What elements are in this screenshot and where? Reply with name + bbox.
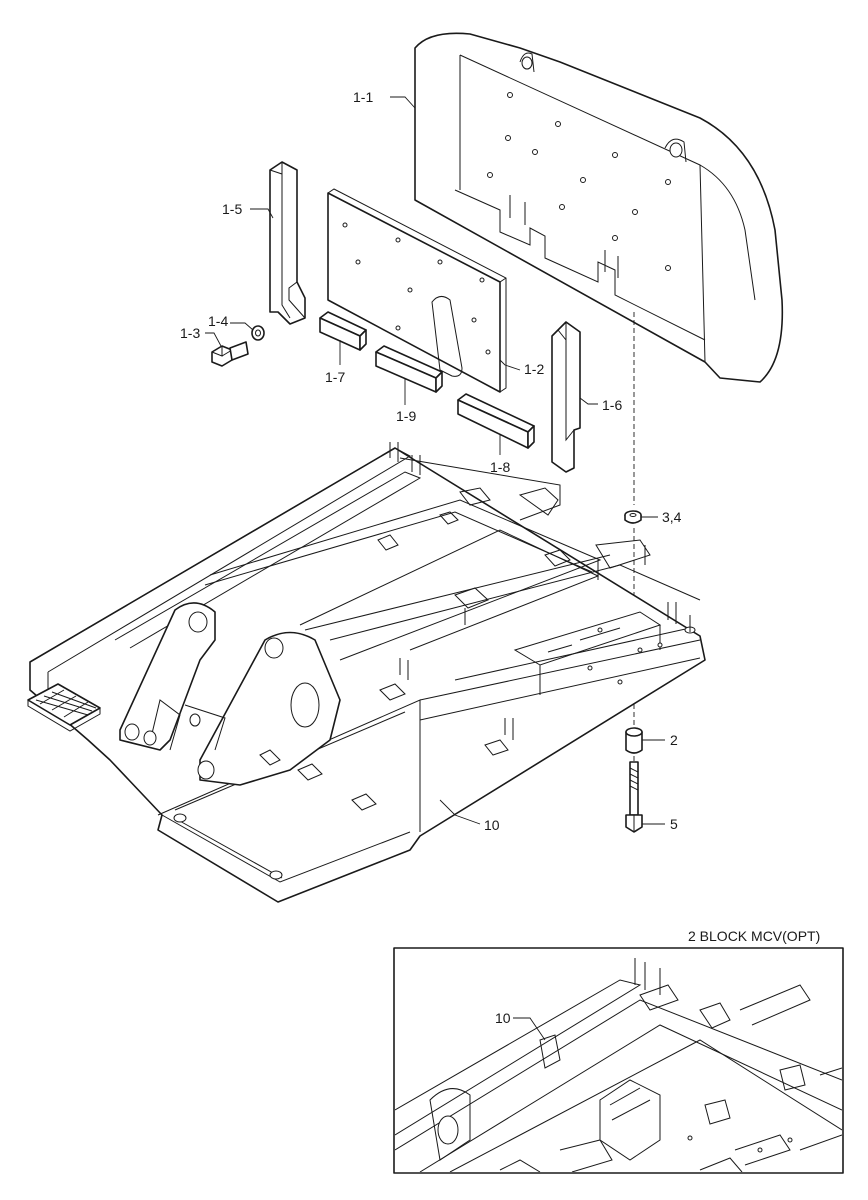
label-1-8: 1-8 <box>490 459 510 475</box>
label-10: 10 <box>484 817 500 833</box>
counterweight-studs <box>487 92 671 271</box>
inset-frame <box>393 947 844 1174</box>
label-1-2: 1-2 <box>524 361 544 377</box>
label-3-4: 3,4 <box>662 509 682 525</box>
label-1-1: 1-1 <box>353 89 373 105</box>
upper-frame-part <box>27 442 706 903</box>
counterweight-part <box>414 32 784 383</box>
washer-3-4 <box>624 510 642 524</box>
leader-lines <box>205 96 665 825</box>
inset-title: 2 BLOCK MCV(OPT) <box>688 928 820 944</box>
label-1-3: 1-3 <box>180 325 200 341</box>
inset-label-10: 10 <box>495 1010 511 1026</box>
right-bracket-part <box>551 321 581 473</box>
spacer-block-1-7 <box>319 311 367 351</box>
step-plate <box>27 683 101 732</box>
bushing-2 <box>625 727 643 754</box>
left-bracket-part <box>269 161 306 325</box>
inset-view: 2 BLOCK MCV(OPT) <box>393 928 844 1174</box>
label-1-9: 1-9 <box>396 408 416 424</box>
long-bolt-5 <box>625 761 643 833</box>
mounting-plate-part <box>327 188 507 393</box>
label-1-4: 1-4 <box>208 313 228 329</box>
label-5: 5 <box>670 816 678 832</box>
label-1-5: 1-5 <box>222 201 242 217</box>
label-1-7: 1-7 <box>325 369 345 385</box>
label-2: 2 <box>670 732 678 748</box>
label-1-6: 1-6 <box>602 397 622 413</box>
spacer-block-1-8 <box>457 393 535 449</box>
spacer-block-1-9 <box>375 345 443 393</box>
washer-1-4 <box>251 325 265 341</box>
bolt-1-3 <box>211 341 249 367</box>
